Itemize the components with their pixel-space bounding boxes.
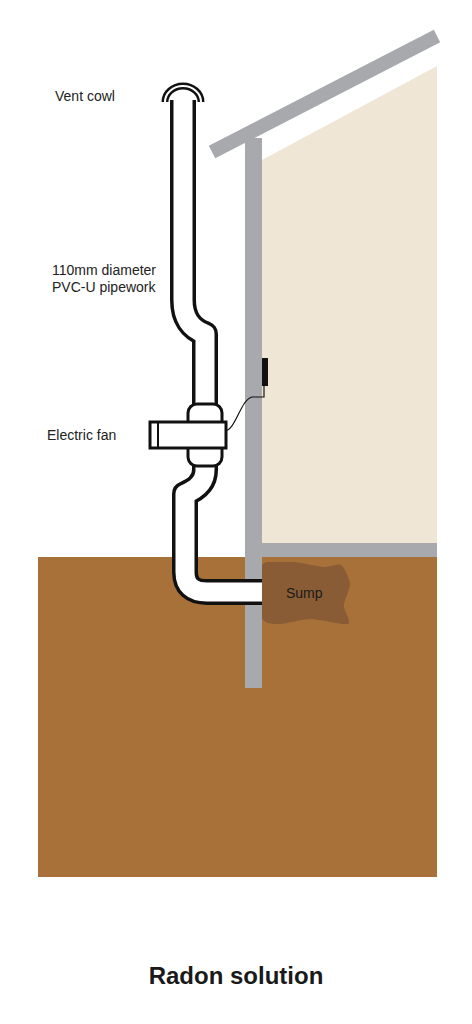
label-text: Vent cowl <box>55 88 115 104</box>
part-label: 110mm diameter PVC-U pipework <box>52 262 166 296</box>
floor-slab <box>262 543 437 557</box>
title-text: Radon solution <box>149 962 324 989</box>
node-label: Sump <box>286 585 323 602</box>
fan-body <box>150 422 226 448</box>
house-interior <box>262 66 437 543</box>
sump-region: Sump <box>262 562 350 624</box>
fan-wire <box>224 386 264 431</box>
vent-cowl <box>165 86 201 102</box>
label-text: 110mm diameter PVC-U pipework <box>52 262 156 295</box>
part-label: Electric fan <box>47 427 145 444</box>
vent-cowl-core <box>165 86 201 102</box>
label-text: Electric fan <box>47 427 116 443</box>
part-label: Vent cowl <box>55 88 165 105</box>
wall <box>245 138 262 688</box>
roof <box>212 36 437 152</box>
sump-fill <box>262 562 350 624</box>
diagram-title: Radon solution <box>0 962 472 990</box>
pipe-core <box>183 98 274 592</box>
fan-flange <box>157 422 159 448</box>
fan-switch <box>262 358 268 386</box>
